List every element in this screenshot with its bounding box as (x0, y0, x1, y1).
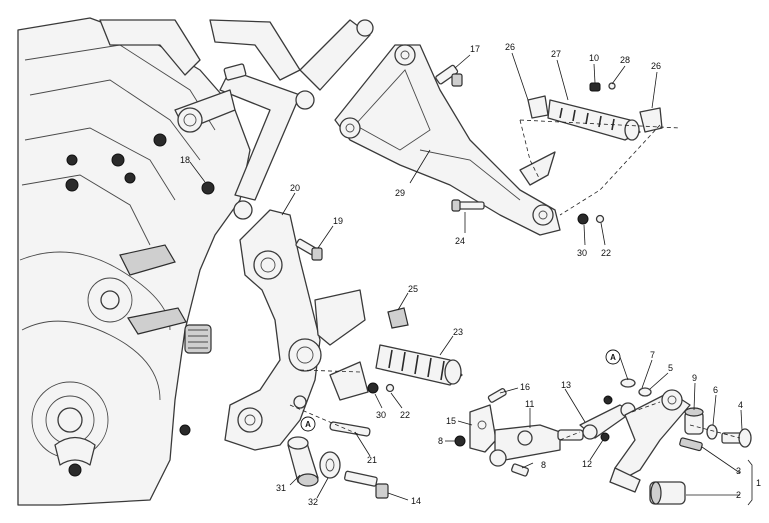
callout-11: 11 (525, 399, 534, 409)
callout-32: 32 (308, 497, 318, 507)
passenger-bolt-17 (435, 64, 463, 87)
callout-12: 12 (582, 459, 592, 469)
callout-30-lower: 30 (376, 410, 386, 420)
callout-17: 17 (470, 44, 480, 54)
callout-3: 3 (736, 466, 741, 476)
callout-23: 23 (453, 327, 463, 337)
plate-26-left (527, 95, 549, 119)
callout-1: 1 (756, 478, 761, 488)
washer-32 (319, 451, 341, 479)
callout-14: 14 (411, 496, 421, 506)
callout-22-lower: 22 (400, 410, 410, 420)
reference-marker-a-right: A (605, 349, 621, 365)
callout-10: 10 (589, 53, 599, 63)
callout-13: 13 (561, 380, 571, 390)
master-cylinder-11 (489, 424, 584, 467)
callout-6-right: 6 (713, 385, 718, 395)
bolt-16 (487, 387, 507, 403)
washer-7 (620, 378, 636, 388)
bushing-9 (684, 407, 704, 435)
brake-pedal (609, 389, 691, 493)
callout-16: 16 (520, 382, 530, 392)
nut-30-lower (367, 382, 379, 394)
bolt-19 (295, 238, 323, 261)
nut-8-lower (454, 435, 466, 447)
plate-26-right (639, 107, 663, 133)
washer-6-right (706, 424, 718, 440)
svg-text:A: A (610, 353, 616, 362)
passenger-footpeg-27 (547, 99, 641, 141)
pedal-pad-2 (649, 481, 686, 505)
callout-31: 31 (276, 483, 286, 493)
callout-4: 4 (738, 400, 743, 410)
nut-18 (201, 181, 215, 195)
bracket-15 (469, 404, 497, 453)
spring-10 (589, 82, 601, 92)
bolt-24 (451, 199, 485, 212)
washer-8-left (293, 395, 307, 409)
callout-19: 19 (333, 216, 343, 226)
callout-28: 28 (620, 55, 630, 65)
callout-9: 9 (692, 373, 697, 383)
callout-2: 2 (736, 490, 741, 500)
passenger-bracket-29 (334, 44, 561, 236)
svg-text:A: A (305, 420, 311, 429)
callout-21: 21 (367, 455, 377, 465)
nut-30-upper (577, 213, 589, 225)
washer-5 (638, 387, 652, 397)
bushing-31 (287, 436, 319, 487)
callout-26-right: 26 (651, 61, 661, 71)
callout-7: 7 (650, 350, 655, 360)
bolt-6-lower (511, 463, 529, 477)
callout-25: 25 (408, 284, 418, 294)
frame-tubes (99, 19, 374, 220)
engine-block (17, 17, 251, 506)
callout-6-lower: 8 (541, 460, 546, 470)
callout-labels: 17 26 27 10 28 26 18 20 19 29 24 30 22 2… (180, 42, 761, 507)
rider-bracket-20 (224, 209, 366, 451)
callout-26-left: 26 (505, 42, 515, 52)
bolt-14 (344, 470, 389, 499)
callout-15: 15 (446, 416, 456, 426)
callout-8-lower: 8 (438, 436, 443, 446)
rider-footpeg-23 (329, 307, 463, 401)
callout-27: 27 (551, 49, 561, 59)
callout-24: 24 (455, 236, 465, 246)
callout-5: 5 (668, 363, 673, 373)
callout-18: 18 (180, 155, 190, 165)
callout-29: 29 (395, 188, 405, 198)
callout-20: 20 (290, 183, 300, 193)
nut-12 (600, 432, 610, 442)
bolt-4 (721, 428, 752, 448)
pin-21 (329, 421, 371, 437)
pivot-bolt-3 (679, 437, 703, 452)
callout-30-upper: 30 (577, 248, 587, 258)
callout-22-upper: 22 (601, 248, 611, 258)
reference-marker-a-left: A (300, 416, 316, 432)
leader-lines (189, 52, 753, 506)
washer-22-upper (595, 214, 605, 224)
ball-28 (608, 82, 616, 90)
washer-22-lower (385, 383, 395, 393)
